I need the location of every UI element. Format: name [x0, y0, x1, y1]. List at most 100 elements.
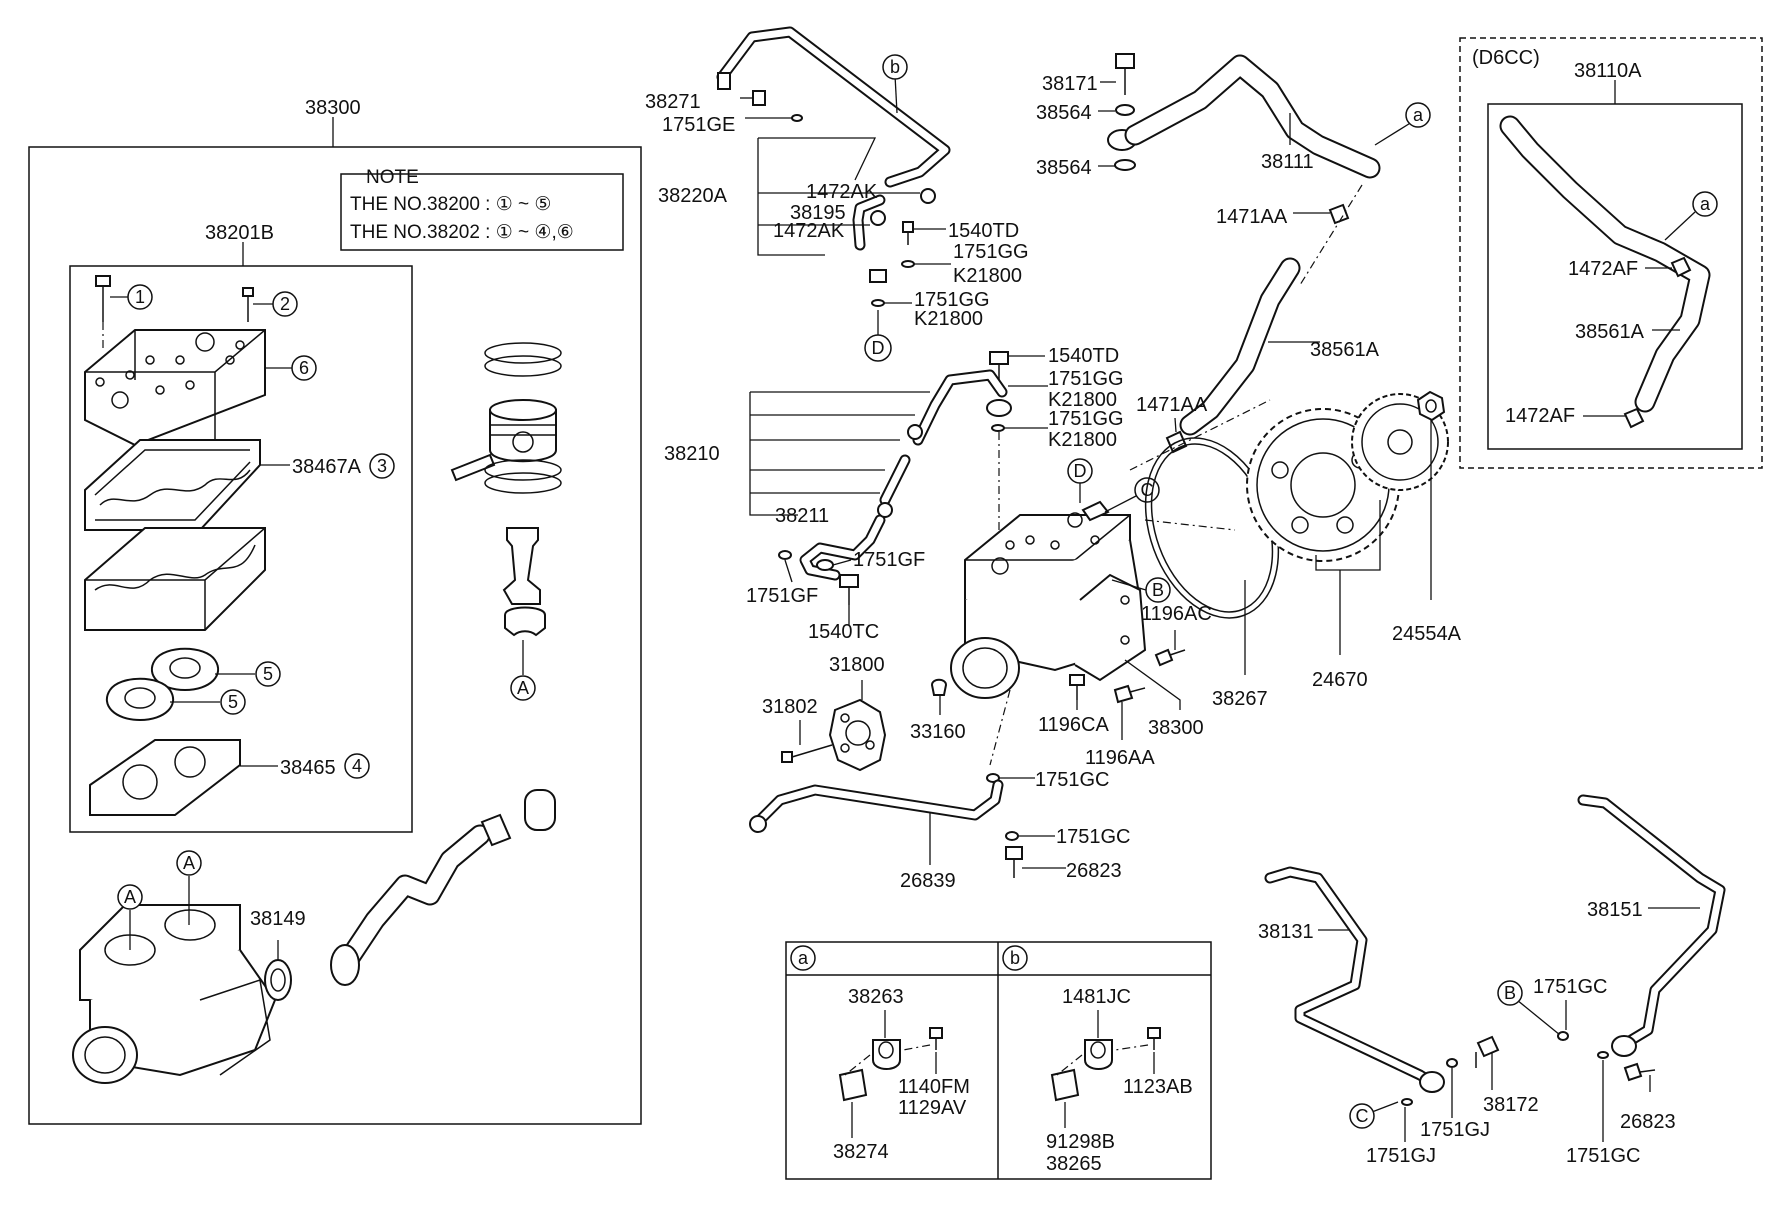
label-24670[interactable]: 24670 — [1312, 669, 1368, 691]
label-1751GF-1[interactable]: 1751GF — [853, 549, 925, 571]
label-1751GG-3[interactable]: 1751GG — [1048, 368, 1124, 390]
label-38465[interactable]: 38465 — [280, 757, 336, 779]
note-title: NOTE — [366, 167, 419, 188]
callout-b1-text: b — [890, 57, 900, 77]
label-38171[interactable]: 38171 — [1042, 73, 1098, 95]
label-26839[interactable]: 26839 — [900, 870, 956, 892]
callout-B1 — [1145, 577, 1171, 603]
label-38201B[interactable]: 38201B — [205, 222, 274, 244]
tube-38131-drawing — [1264, 866, 1445, 1106]
label-1540TD-1[interactable]: 1540TD — [948, 220, 1019, 242]
clamp-details-box: a b — [785, 941, 1212, 1180]
callout-B2 — [1497, 980, 1523, 1006]
label-1751GG-2[interactable]: 1751GG — [914, 289, 990, 311]
detail-b-badge — [1002, 945, 1028, 971]
label-1129AV[interactable]: 1129AV — [898, 1097, 967, 1119]
label-21800-2[interactable]: K21800 — [914, 308, 983, 330]
note-box: NOTE THE NO.38200 : ① ~ ⑤ THE NO.38202 :… — [340, 167, 624, 251]
label-38220A[interactable]: 38220A — [658, 185, 728, 207]
label-38300-top[interactable]: 38300 — [305, 97, 361, 119]
label-38267[interactable]: 38267 — [1212, 688, 1268, 710]
label-1196AC[interactable]: 1196AC — [1141, 603, 1212, 625]
label-1751GJ-2[interactable]: 1751GJ — [1366, 1145, 1436, 1167]
compressor-38300-drawing — [950, 500, 1147, 699]
callout-1 — [127, 284, 153, 310]
nut-24554A-drawing — [1416, 390, 1446, 422]
label-1472AF-2[interactable]: 1472AF — [1505, 405, 1575, 427]
callout-1-text: 1 — [135, 287, 145, 307]
label-1751GC-3[interactable]: 1751GC — [1533, 976, 1608, 998]
label-1751GF-2[interactable]: 1751GF — [746, 585, 818, 607]
callout-3 — [369, 453, 395, 479]
label-38111[interactable]: 38111 — [1261, 151, 1314, 173]
label-1471AA-2[interactable]: 1471AA — [1136, 394, 1208, 416]
gasket-5-drawing — [105, 647, 220, 722]
note-line-1: THE NO.38200 : ① ~ ⑤ — [350, 194, 551, 215]
label-91298B[interactable]: 91298B — [1046, 1131, 1115, 1153]
label-1472AK-1[interactable]: 1472AK — [806, 181, 878, 203]
label-38564-1[interactable]: 38564 — [1036, 102, 1092, 124]
label-1471AA-1[interactable]: 1471AA — [1216, 206, 1288, 228]
bolt-1540TD-2-drawing — [986, 351, 1012, 432]
label-1751GG-1[interactable]: 1751GG — [953, 241, 1029, 263]
label-21800-4[interactable]: K21800 — [1048, 429, 1117, 451]
d6cc-box-group: (D6CC) 38110A — [1459, 37, 1763, 469]
label-1751GG-4[interactable]: 1751GG — [1048, 408, 1124, 430]
bolt-26823-2-drawing — [1623, 1062, 1656, 1082]
detail-a-badge — [790, 945, 816, 971]
label-26823-2[interactable]: 26823 — [1620, 1111, 1676, 1133]
label-1472AF-1[interactable]: 1472AF — [1568, 258, 1638, 280]
label-1123AB[interactable]: 1123AB — [1123, 1076, 1193, 1098]
label-1751GC-4[interactable]: 1751GC — [1566, 1145, 1641, 1167]
label-1540TD-2[interactable]: 1540TD — [1048, 345, 1119, 367]
label-38274[interactable]: 38274 — [833, 1141, 889, 1163]
label-38467A[interactable]: 38467A — [292, 456, 362, 478]
label-38263[interactable]: 38263 — [848, 986, 904, 1008]
label-38561A-2[interactable]: 38561A — [1575, 321, 1645, 343]
crankshaft-drawing — [330, 789, 556, 986]
label-21800-3[interactable]: K21800 — [1048, 389, 1117, 411]
label-38195[interactable]: 38195 — [790, 202, 846, 224]
label-38564-2[interactable]: 38564 — [1036, 157, 1092, 179]
label-1140FM[interactable]: 1140FM — [898, 1076, 970, 1098]
label-38561A-1[interactable]: 38561A — [1310, 339, 1380, 361]
label-26823-1[interactable]: 26823 — [1066, 860, 1122, 882]
label-1481JC[interactable]: 1481JC — [1062, 986, 1131, 1008]
label-1196CA[interactable]: 1196CA — [1038, 714, 1109, 736]
crankcase-drawing — [72, 904, 277, 1084]
label-38149[interactable]: 38149 — [250, 908, 306, 930]
label-38211[interactable]: 38211 — [775, 505, 829, 527]
label-1751GC-2[interactable]: 1751GC — [1056, 826, 1131, 848]
label-38172[interactable]: 38172 — [1483, 1094, 1539, 1116]
label-38265[interactable]: 38265 — [1046, 1153, 1102, 1175]
label-38110A[interactable]: 38110A — [1574, 60, 1642, 82]
label-24554A[interactable]: 24554A — [1392, 623, 1462, 645]
label-33160[interactable]: 33160 — [910, 721, 966, 743]
label-1751GC-1[interactable]: 1751GC — [1035, 769, 1110, 791]
label-38131[interactable]: 38131 — [1258, 921, 1314, 943]
label-1751GE[interactable]: 1751GE — [662, 114, 735, 136]
callout-4-text: 4 — [352, 756, 362, 776]
label-1751GJ-1[interactable]: 1751GJ — [1420, 1119, 1490, 1141]
label-31800[interactable]: 31800 — [829, 654, 885, 676]
seal-38149-drawing — [264, 959, 292, 1001]
callout-5a — [255, 661, 281, 687]
bolt-1196AC-drawing — [1154, 648, 1186, 667]
label-38300-mid[interactable]: 38300 — [1148, 717, 1204, 739]
label-38210[interactable]: 38210 — [664, 443, 720, 465]
assembly-38300-group: 38300 NOTE THE NO.38200 : ① ~ ⑤ THE NO.3… — [28, 97, 642, 1125]
callout-3-text: 3 — [377, 456, 387, 476]
callout-D2-text: D — [1074, 461, 1087, 481]
detail-a-text: a — [798, 948, 809, 968]
fitting-38172-drawing — [1446, 1035, 1500, 1068]
label-38151[interactable]: 38151 — [1587, 899, 1643, 921]
callout-a1 — [1405, 102, 1431, 128]
label-1540TC[interactable]: 1540TC — [808, 621, 879, 643]
label-31802[interactable]: 31802 — [762, 696, 818, 718]
label-1196AA[interactable]: 1196AA — [1085, 747, 1155, 769]
pipe-38220A-group — [716, 26, 951, 307]
label-21800-1[interactable]: K21800 — [953, 265, 1022, 287]
label-38271[interactable]: 38271 — [645, 91, 701, 113]
label-1472AK-2[interactable]: 1472AK — [773, 220, 845, 242]
callout-5b — [220, 689, 246, 715]
